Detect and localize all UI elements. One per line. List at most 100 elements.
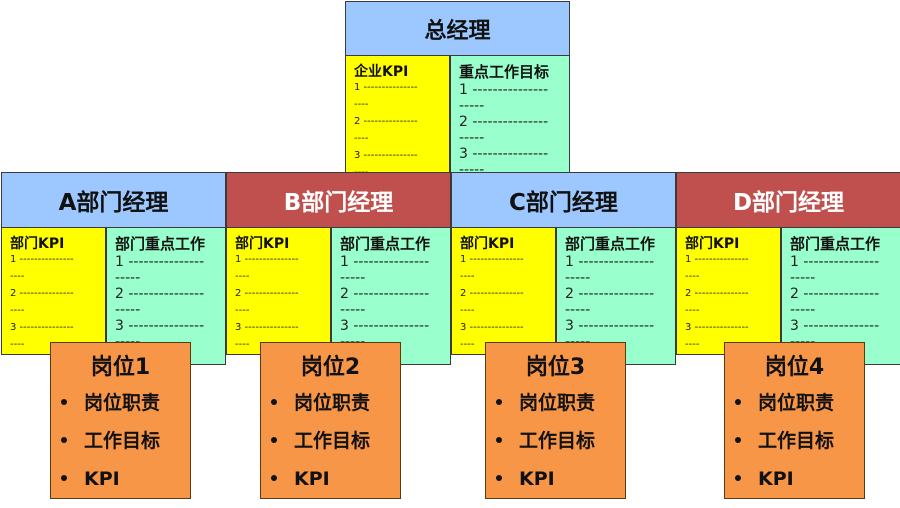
dept-b-kpi-panel-line: 3 --------------- bbox=[235, 322, 299, 333]
key-goals-panel-title: 重点工作目标 bbox=[459, 63, 550, 81]
dept-c-kpi-panel-line: ---- bbox=[460, 305, 475, 316]
dept-a-kpi-panel-line: ---- bbox=[10, 339, 25, 350]
dept-d-kpi-panel-line: ---- bbox=[685, 339, 700, 350]
dept-d-goals-panel-line: 2 --------------- bbox=[790, 286, 880, 302]
dept-a-kpi-panel-line: 1 --------------- bbox=[10, 254, 74, 265]
post-3-card: 岗位3 岗位职责工作目标 KPI bbox=[485, 342, 626, 499]
dept-b-goals-panel-title: 部门重点工作 bbox=[340, 235, 431, 253]
post-item: KPI bbox=[271, 465, 400, 503]
post-item-label: 岗位职责 bbox=[758, 392, 835, 414]
post-title: 岗位1 bbox=[90, 355, 151, 380]
dept-a-kpi-panel-line: ---- bbox=[10, 305, 25, 316]
post-item: 岗位职责 bbox=[61, 389, 190, 427]
post-item: 工作目标 bbox=[735, 427, 864, 465]
dept-b-kpi-panel-line: ---- bbox=[235, 271, 250, 282]
post-item-label: 工作目标 bbox=[758, 430, 835, 452]
dept-c-goals-panel-line: ----- bbox=[565, 270, 591, 286]
bullet-icon bbox=[271, 436, 277, 443]
dept-d-kpi-panel-line: 1 --------------- bbox=[685, 254, 749, 265]
dept-b-goals-panel-line: 3 --------------- bbox=[340, 318, 430, 334]
bullet-icon bbox=[271, 398, 277, 405]
dept-c-kpi-panel-line: 1 --------------- bbox=[460, 254, 524, 265]
dept-d-kpi-panel-title: 部门KPI bbox=[685, 236, 740, 252]
dept-b-kpi-panel-line: ---- bbox=[235, 339, 250, 350]
post-item: 岗位职责 bbox=[735, 389, 864, 427]
post-item: 岗位职责 bbox=[271, 389, 400, 427]
dept-d-kpi-panel-line: ---- bbox=[685, 305, 700, 316]
dept-a-manager-header: A部门经理 bbox=[1, 172, 226, 228]
dept-a-kpi-panel-line: 3 --------------- bbox=[10, 322, 74, 333]
post-item-label: KPI bbox=[519, 468, 555, 490]
dept-c-goals-panel-line: ----- bbox=[565, 302, 591, 318]
bullet-icon bbox=[61, 398, 67, 405]
bullet-icon bbox=[271, 474, 277, 481]
dept-c-kpi-panel-line: 2 --------------- bbox=[460, 288, 524, 299]
dept-a-goals-panel-line: 2 --------------- bbox=[115, 286, 205, 302]
dept-b-manager-header: B部门经理 bbox=[226, 172, 451, 228]
post-item: 工作目标 bbox=[271, 427, 400, 465]
post-1-card: 岗位1 岗位职责工作目标 KPI bbox=[50, 342, 191, 499]
key-goals-panel-line: 3 --------------- bbox=[459, 146, 549, 162]
dept-b-goals-panel-line: 2 --------------- bbox=[340, 286, 430, 302]
dept-d-manager-header: D部门经理 bbox=[676, 172, 900, 228]
post-item-label: KPI bbox=[294, 468, 330, 490]
dept-d-kpi-panel-line: ---- bbox=[685, 271, 700, 282]
post-item: 岗位职责 bbox=[496, 389, 625, 427]
enterprise-kpi-panel-line: 2 --------------- bbox=[354, 116, 418, 127]
dept-c-goals-panel-line: 3 --------------- bbox=[565, 318, 655, 334]
dept-c-kpi-panel-title: 部门KPI bbox=[460, 236, 515, 252]
post-item: 工作目标 bbox=[496, 427, 625, 465]
dept-b-kpi-panel-line: 2 --------------- bbox=[235, 288, 299, 299]
enterprise-kpi-panel-line: 1 --------------- bbox=[354, 82, 418, 93]
post-item-label: KPI bbox=[84, 468, 120, 490]
bullet-icon bbox=[496, 398, 502, 405]
enterprise-kpi-panel-line: ---- bbox=[354, 167, 369, 173]
dept-d-kpi-panel: 部门KPI 1 --------------- ---- 2 ------------… bbox=[676, 227, 781, 355]
dept-d-kpi-panel-line: 2 --------------- bbox=[685, 288, 749, 299]
enterprise-kpi-panel-line: 3 --------------- bbox=[354, 150, 418, 161]
post-item: KPI bbox=[61, 465, 190, 503]
key-goals-panel-line: ----- bbox=[459, 98, 485, 114]
post-item-label: KPI bbox=[758, 468, 794, 490]
dept-d-goals-panel-line: ----- bbox=[790, 302, 816, 318]
dept-b-goals-panel-line: ----- bbox=[340, 302, 366, 318]
enterprise-kpi-panel-line: ---- bbox=[354, 99, 369, 110]
post-item-label: 工作目标 bbox=[519, 430, 596, 452]
bullet-icon bbox=[496, 474, 502, 481]
dept-b-goals-panel-line: ----- bbox=[340, 270, 366, 286]
post-item-label: 岗位职责 bbox=[294, 392, 371, 414]
dept-b-goals-panel-line: 1 --------------- bbox=[340, 254, 430, 270]
post-item: KPI bbox=[496, 465, 625, 503]
post-title: 岗位3 bbox=[525, 355, 586, 380]
enterprise-kpi-panel-title: 企业KPI bbox=[354, 64, 409, 80]
post-item-list: 岗位职责工作目标 KPI bbox=[486, 389, 625, 503]
dept-c-goals-panel-line: 1 --------------- bbox=[565, 254, 655, 270]
dept-a-goals-panel-line: 1 --------------- bbox=[115, 254, 205, 270]
key-goals-panel-line: 2 --------------- bbox=[459, 114, 549, 130]
dept-c-kpi-panel-line: 3 --------------- bbox=[460, 322, 524, 333]
bullet-icon bbox=[496, 436, 502, 443]
post-item-list: 岗位职责工作目标 KPI bbox=[725, 389, 864, 503]
bullet-icon bbox=[61, 474, 67, 481]
post-item-label: 工作目标 bbox=[84, 430, 161, 452]
dept-a-goals-panel-line: ----- bbox=[115, 302, 141, 318]
key-goals-panel-line: ----- bbox=[459, 162, 485, 173]
bullet-icon bbox=[61, 436, 67, 443]
post-item-list: 岗位职责工作目标 KPI bbox=[261, 389, 400, 503]
dept-d-goals-panel-title: 部门重点工作 bbox=[790, 235, 881, 253]
key-goals-panel-line: 1 --------------- bbox=[459, 82, 549, 98]
key-goals-panel-line: ----- bbox=[459, 130, 485, 146]
bullet-icon bbox=[735, 474, 741, 481]
post-item-label: 工作目标 bbox=[294, 430, 371, 452]
dept-b-kpi-panel-line: ---- bbox=[235, 305, 250, 316]
general-manager-header: 总经理 bbox=[345, 1, 570, 56]
dept-d-goals-panel-line: 1 --------------- bbox=[790, 254, 880, 270]
dept-a-kpi-panel-line: ---- bbox=[10, 271, 25, 282]
dept-c-kpi-panel: 部门KPI 1 --------------- ---- 2 ------------… bbox=[451, 227, 556, 355]
dept-d-goals-panel-line: ----- bbox=[790, 270, 816, 286]
dept-b-kpi-panel-title: 部门KPI bbox=[235, 236, 290, 252]
